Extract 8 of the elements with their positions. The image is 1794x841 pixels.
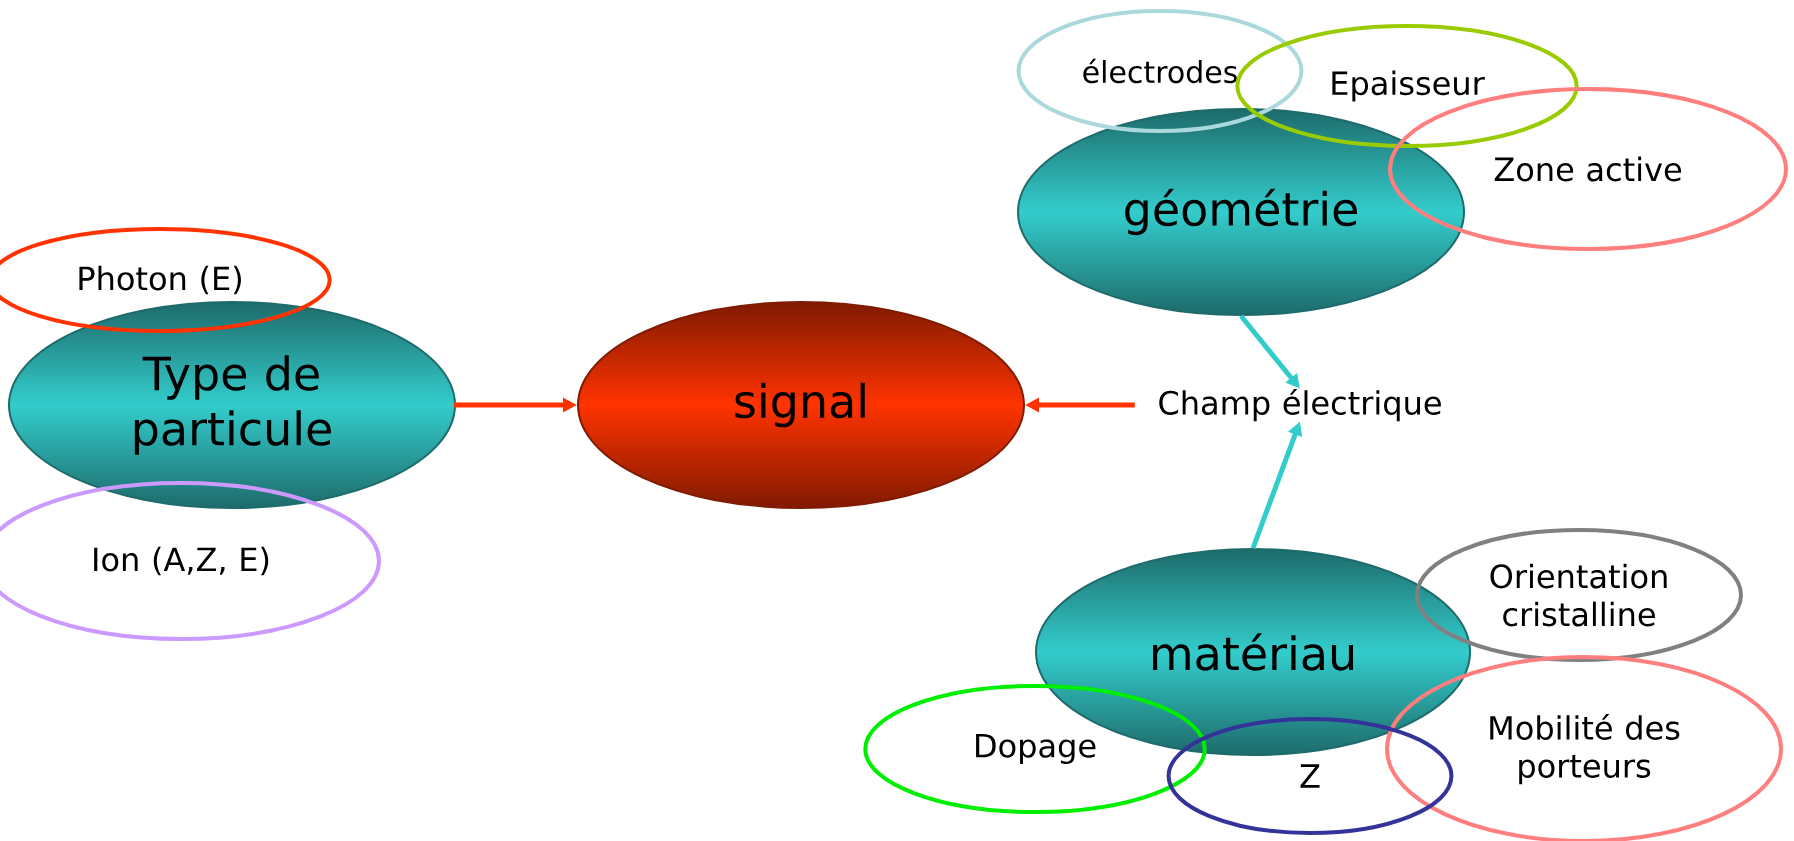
ellipse-node: signal (577, 301, 1025, 509)
ellipse-node: géométrie (1017, 108, 1465, 316)
node-label: Champ électrique (1159, 388, 1441, 422)
ellipse-node: électrodes (1016, 9, 1304, 133)
ellipse-node: Type de particule (8, 301, 456, 509)
ellipse-node: Z (1166, 717, 1454, 835)
ellipse-node: Orientation cristalline (1415, 528, 1743, 662)
ellipse-node: Dopage (863, 684, 1207, 814)
